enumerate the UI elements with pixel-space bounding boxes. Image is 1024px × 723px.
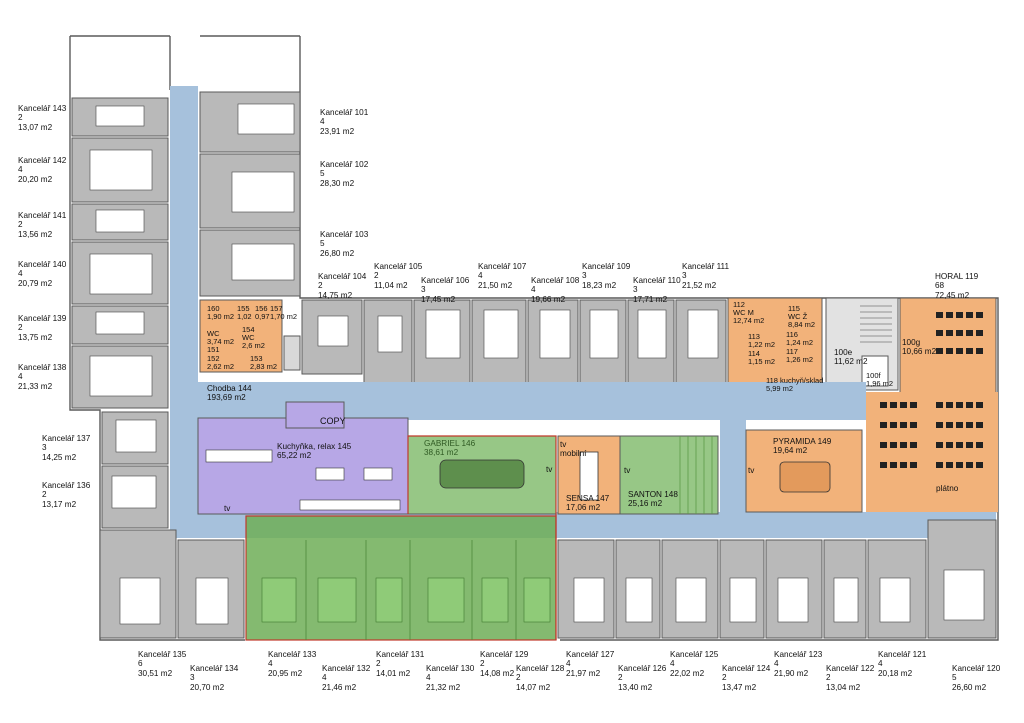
stairs-area xyxy=(825,297,899,391)
horal-chairs xyxy=(880,312,983,468)
label-tv-santon: tv xyxy=(624,466,631,475)
green-zone-desks xyxy=(261,577,551,623)
building-outline xyxy=(69,35,999,641)
label-room-155: 155 1,02 xyxy=(237,304,252,321)
label-room-152: 152 2,62 m2 xyxy=(207,354,235,371)
pyramida-table xyxy=(779,461,831,493)
label-santon-148: SANTON 148 25,16 m2 xyxy=(628,490,678,509)
label-pyramida-149: PYRAMIDA 149 19,64 m2 xyxy=(773,437,832,456)
label-wc-154: 154 WC 2,6 m2 xyxy=(242,325,265,350)
highlight-outline xyxy=(407,435,557,640)
label-room-160: 160 1,90 m2 xyxy=(207,304,235,321)
label-wc-115: 115 WC Ž 8,84 m2 xyxy=(788,304,816,329)
label-room-100g: 100g 10,66 m2 xyxy=(902,338,937,357)
label-room-153: 153 2,83 m2 xyxy=(250,354,278,371)
kitchen-tables xyxy=(205,449,401,511)
label-room-114: 114 1,15 m2 xyxy=(748,349,776,366)
santon-stripes xyxy=(679,436,713,514)
wc-cluster-right xyxy=(727,297,823,385)
elevator-shaft xyxy=(283,335,301,371)
label-corridor-144: Chodba 144 193,69 m2 xyxy=(207,384,252,403)
label-tv-mobile: tv mobilní xyxy=(560,440,587,459)
label-kitchen-relax-145: Kuchyňka, relax 145 65,22 m2 xyxy=(277,442,352,461)
label-gabriel-146: GABRIEL 146 38,61 m2 xyxy=(424,439,476,458)
gabriel-table xyxy=(439,459,525,489)
label-room-113: 113 1,22 m2 xyxy=(748,332,776,349)
label-wc-112: 112 WC M 12,74 m2 xyxy=(733,300,765,325)
label-room-116: 116 1,24 m2 xyxy=(786,330,814,347)
label-tv-kitchen: tv xyxy=(224,504,231,513)
office-143-area xyxy=(71,97,169,137)
label-room-117: 117 1,26 m2 xyxy=(786,347,814,364)
label-tv-gabriel: tv xyxy=(546,465,553,474)
label-sensa-147: SENSA 147 17,06 m2 xyxy=(566,494,610,513)
label-copy: COPY xyxy=(320,416,346,426)
corridor-connector xyxy=(720,418,746,514)
wc-cluster-left xyxy=(199,299,301,373)
label-room-100e: 100e 11,62 m2 xyxy=(834,348,868,367)
desks xyxy=(89,103,985,625)
copy-room-area xyxy=(285,401,345,429)
santon-room-area xyxy=(619,435,719,515)
kitchen-relax-area xyxy=(197,417,409,515)
corridor-vertical xyxy=(170,86,198,538)
green-zone-partitions xyxy=(305,540,517,640)
label-room-157: 157 1,70 m2 xyxy=(270,304,298,321)
label-kitchen-118: 118 kuchyň/sklad 5,99 m2 xyxy=(766,376,824,393)
label-projection-screen: plátno xyxy=(936,484,959,493)
label-room-156: 156 0,97 xyxy=(255,304,270,321)
label-room-100f: 100f 1,96 m2 xyxy=(866,371,894,388)
elevator-right xyxy=(861,355,889,387)
label-wc-151: WC 3,74 m2 151 xyxy=(207,329,235,354)
label-tv-pyramida: tv xyxy=(748,466,755,475)
sensa-table xyxy=(579,451,599,501)
